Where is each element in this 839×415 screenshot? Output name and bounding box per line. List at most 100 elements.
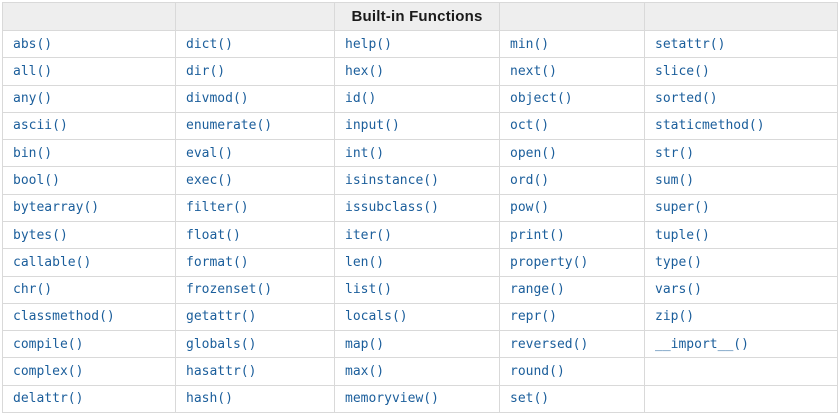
function-link[interactable]: tuple() — [655, 227, 710, 243]
function-link[interactable]: callable() — [13, 254, 92, 270]
table-row: classmethod() getattr() locals() repr() zip(… — [2, 302, 838, 332]
function-link[interactable]: max() — [345, 364, 385, 380]
function-link[interactable]: zip() — [655, 309, 695, 325]
function-link[interactable]: getattr() — [186, 309, 257, 325]
function-cell: locals() — [334, 302, 500, 332]
function-cell: getattr() — [175, 302, 335, 332]
function-link[interactable]: iter() — [345, 227, 392, 243]
function-link[interactable]: exec() — [186, 173, 233, 189]
function-cell: staticmethod() — [644, 111, 838, 141]
function-link[interactable]: len() — [345, 254, 385, 270]
function-link[interactable]: range() — [510, 282, 565, 298]
function-link[interactable]: repr() — [510, 309, 557, 325]
function-link[interactable]: dict() — [186, 36, 233, 52]
function-link[interactable]: sum() — [655, 173, 695, 189]
function-link[interactable]: ord() — [510, 173, 550, 189]
function-link[interactable]: open() — [510, 145, 557, 161]
function-link[interactable]: bytearray() — [13, 200, 100, 216]
function-link[interactable]: slice() — [655, 63, 710, 79]
function-cell: compile() — [2, 330, 176, 359]
function-link[interactable]: print() — [510, 227, 565, 243]
function-cell: oct() — [499, 111, 645, 141]
function-link[interactable]: bytes() — [13, 227, 68, 243]
function-link[interactable]: round() — [510, 364, 565, 380]
function-link[interactable]: issubclass() — [345, 200, 439, 216]
function-link[interactable]: hasattr() — [186, 364, 257, 380]
function-cell: globals() — [175, 330, 335, 359]
function-link[interactable]: hex() — [345, 63, 385, 79]
function-link[interactable]: map() — [345, 336, 385, 352]
function-link[interactable]: delattr() — [13, 391, 84, 407]
function-link[interactable]: staticmethod() — [655, 118, 765, 134]
function-link[interactable]: help() — [345, 36, 392, 52]
function-cell: issubclass() — [334, 193, 500, 222]
function-cell: all() — [2, 57, 176, 86]
function-cell: vars() — [644, 275, 838, 304]
table-row: all() dir() hex() next() slice() — [2, 57, 838, 86]
function-link[interactable]: setattr() — [655, 36, 726, 52]
function-link[interactable]: set() — [510, 391, 550, 407]
function-link[interactable]: any() — [13, 91, 53, 107]
function-cell: float() — [175, 220, 335, 250]
function-link[interactable]: oct() — [510, 118, 550, 134]
function-link[interactable]: __import__() — [655, 336, 749, 352]
function-cell: delattr() — [2, 384, 176, 414]
function-link[interactable]: input() — [345, 118, 400, 134]
function-link[interactable]: enumerate() — [186, 118, 273, 134]
function-link[interactable]: eval() — [186, 145, 233, 161]
function-link[interactable]: vars() — [655, 282, 702, 298]
function-cell: reversed() — [499, 330, 645, 359]
function-cell: input() — [334, 111, 500, 141]
function-link[interactable]: int() — [345, 145, 385, 161]
function-link[interactable]: divmod() — [186, 91, 249, 107]
function-link[interactable]: memoryview() — [345, 391, 439, 407]
function-link[interactable]: min() — [510, 36, 550, 52]
function-link[interactable]: float() — [186, 227, 241, 243]
function-link[interactable]: complex() — [13, 364, 84, 380]
function-link[interactable]: globals() — [186, 336, 257, 352]
function-link[interactable]: bool() — [13, 173, 60, 189]
function-link[interactable]: locals() — [345, 309, 408, 325]
function-link[interactable]: reversed() — [510, 336, 589, 352]
function-link[interactable]: abs() — [13, 36, 53, 52]
function-cell: map() — [334, 330, 500, 359]
function-cell: ascii() — [2, 111, 176, 141]
function-link[interactable]: type() — [655, 254, 702, 270]
function-cell: memoryview() — [334, 384, 500, 414]
function-link[interactable]: hash() — [186, 391, 233, 407]
table-row: bin() eval() int() open() str() — [2, 139, 838, 168]
function-link[interactable]: next() — [510, 63, 557, 79]
function-link[interactable]: classmethod() — [13, 309, 115, 325]
function-link[interactable]: isinstance() — [345, 173, 439, 189]
function-link[interactable]: pow() — [510, 200, 550, 216]
function-link[interactable]: list() — [345, 282, 392, 298]
function-link[interactable]: str() — [655, 145, 695, 161]
table-row: chr() frozenset() list() range() vars() — [2, 275, 838, 304]
function-link[interactable]: ascii() — [13, 118, 68, 134]
function-link[interactable]: property() — [510, 254, 589, 270]
function-link[interactable]: filter() — [186, 200, 249, 216]
table-title: Built-in Functions — [334, 2, 500, 31]
function-link[interactable]: id() — [345, 91, 377, 107]
function-cell: setattr() — [644, 29, 838, 59]
function-link[interactable]: frozenset() — [186, 282, 273, 298]
function-link[interactable]: dir() — [186, 63, 226, 79]
header-cell-empty — [644, 2, 838, 31]
function-link[interactable]: sorted() — [655, 91, 718, 107]
function-link[interactable]: compile() — [13, 336, 84, 352]
function-cell: id() — [334, 84, 500, 113]
function-link[interactable]: format() — [186, 254, 249, 270]
function-cell: min() — [499, 29, 645, 59]
function-link[interactable]: object() — [510, 91, 573, 107]
table-row: delattr() hash() memoryview() set() — [2, 384, 838, 414]
function-cell: bin() — [2, 139, 176, 168]
function-cell: dir() — [175, 57, 335, 86]
function-link[interactable]: all() — [13, 63, 53, 79]
table-row: ascii() enumerate() input() oct() staticmeth… — [2, 111, 838, 141]
function-link[interactable]: super() — [655, 200, 710, 216]
function-link[interactable]: bin() — [13, 145, 53, 161]
table-row: any() divmod() id() object() sorted() — [2, 84, 838, 113]
function-link[interactable]: chr() — [13, 282, 53, 298]
function-cell: max() — [334, 357, 500, 386]
